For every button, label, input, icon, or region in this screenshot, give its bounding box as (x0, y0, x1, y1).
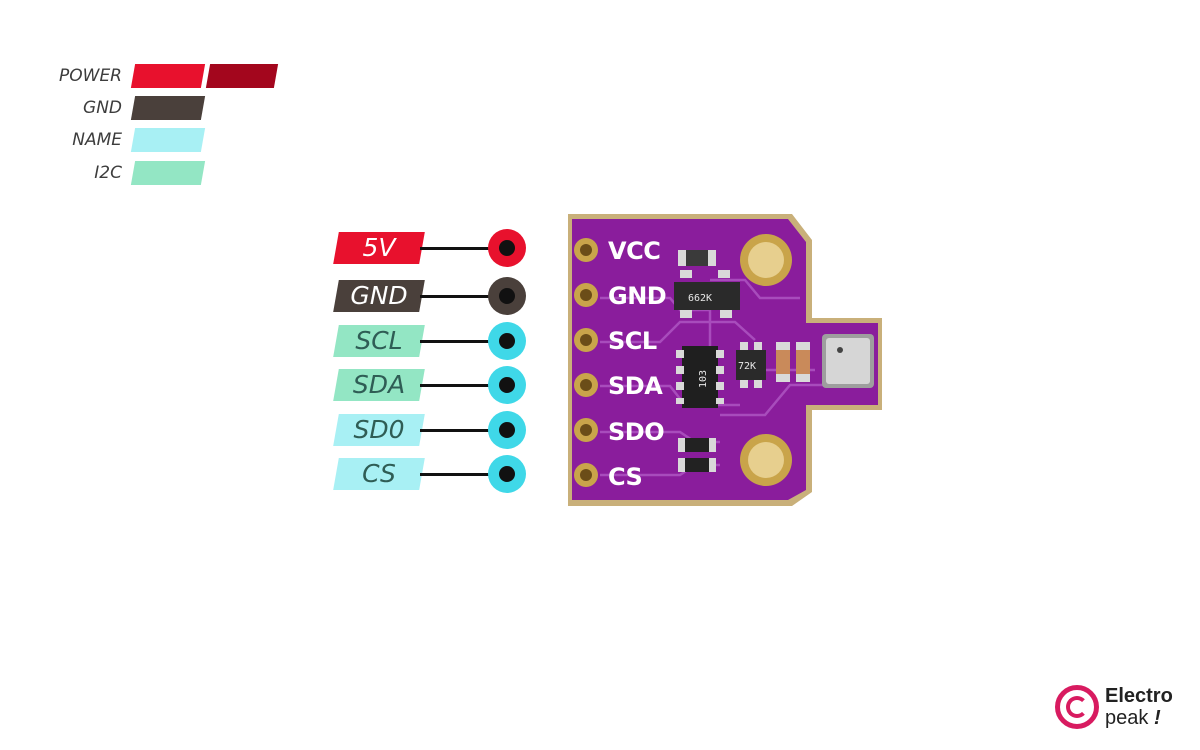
resistor-network: 103 (676, 346, 724, 408)
pin-row-sda: SDA (0, 365, 540, 405)
legend-swatch-power-2 (206, 64, 278, 88)
electropeak-logo: Electro peak ! (1055, 683, 1185, 733)
legend-swatch-power-1 (131, 64, 205, 88)
pin-row-5v: 5V (0, 228, 540, 268)
pin-connector-dot (499, 288, 515, 304)
pin-label: SDA (336, 369, 422, 401)
pin-label: 5V (336, 232, 422, 264)
pin-row-sd0: SD0 (0, 410, 540, 450)
legend-swatch-gnd (131, 96, 205, 120)
logo-inner-icon (1066, 696, 1088, 718)
chip-marking-72k: 72K (738, 361, 756, 372)
legend-label-name: NAME (0, 130, 122, 150)
chip-marking-103: 103 (698, 370, 709, 388)
legend-label-gnd: GND (0, 98, 122, 118)
logo-text-electro: Electro (1105, 685, 1173, 708)
pin-label: GND (336, 280, 422, 312)
pin-label: SD0 (336, 414, 422, 446)
pin-connector-dot (499, 377, 515, 393)
pin-row-gnd: GND (0, 276, 540, 316)
board-label-sda: SDA (608, 372, 663, 400)
board-label-vcc: VCC (608, 237, 660, 265)
logo-exclamation: ! (1154, 707, 1161, 729)
pin-label: CS (336, 458, 422, 490)
legend-swatch-name (131, 128, 205, 152)
logo-text-peak-word: peak (1105, 707, 1148, 729)
logo-text-peak: peak ! (1105, 707, 1161, 730)
pin-row-cs: CS (0, 454, 540, 494)
pin-connector-dot (499, 333, 515, 349)
board-label-gnd: GND (608, 282, 666, 310)
pin-connector-dot (499, 240, 515, 256)
board-label-scl: SCL (608, 327, 657, 355)
pin-row-scl: SCL (0, 321, 540, 361)
pin-label: SCL (336, 325, 422, 357)
chip-marking-662k: 662K (688, 293, 712, 304)
pin-connector-dot (499, 466, 515, 482)
board-label-cs: CS (608, 463, 642, 491)
legend-label-power: POWER (0, 66, 122, 86)
sensor-board: VCC GND SCL SDA SDO CS 662K 103 72K (560, 210, 890, 510)
sensor-package (822, 334, 874, 388)
legend-label-i2c: I2C (0, 163, 122, 183)
legend-swatch-i2c (131, 161, 205, 185)
pin-connector-dot (499, 422, 515, 438)
board-label-sdo: SDO (608, 418, 664, 446)
